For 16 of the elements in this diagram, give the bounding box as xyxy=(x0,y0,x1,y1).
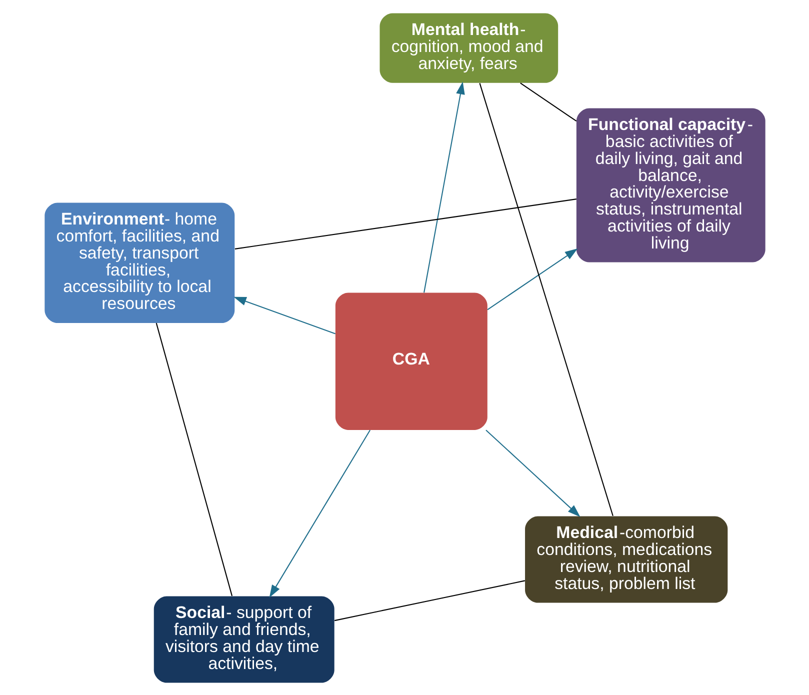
arrow xyxy=(485,429,580,517)
node-box: Functional capacity- basic activities of daily living, gait and balance, activity/exercise status, instrumental activities of daily living xyxy=(576,108,765,262)
connector xyxy=(155,322,232,596)
node-box: Medical-comorbid conditions, medications review, nutritional status, problem list xyxy=(524,516,728,602)
node-box: Mental health- cognition, mood and anxiety, fears xyxy=(379,12,558,82)
connector xyxy=(478,82,613,516)
arrow xyxy=(233,296,336,334)
connector xyxy=(234,198,576,249)
connector xyxy=(334,580,525,621)
node-box: CGA xyxy=(334,292,487,430)
connector xyxy=(520,82,576,121)
node-box: Social- support of family and friends, visitors and day time activities, xyxy=(153,596,334,682)
arrow xyxy=(486,248,578,310)
arrow xyxy=(268,429,370,598)
node-box: Environment- home comfort, facilities, and safety, transport facilities, accessibility to local resources xyxy=(44,202,234,323)
arrow xyxy=(423,81,464,292)
